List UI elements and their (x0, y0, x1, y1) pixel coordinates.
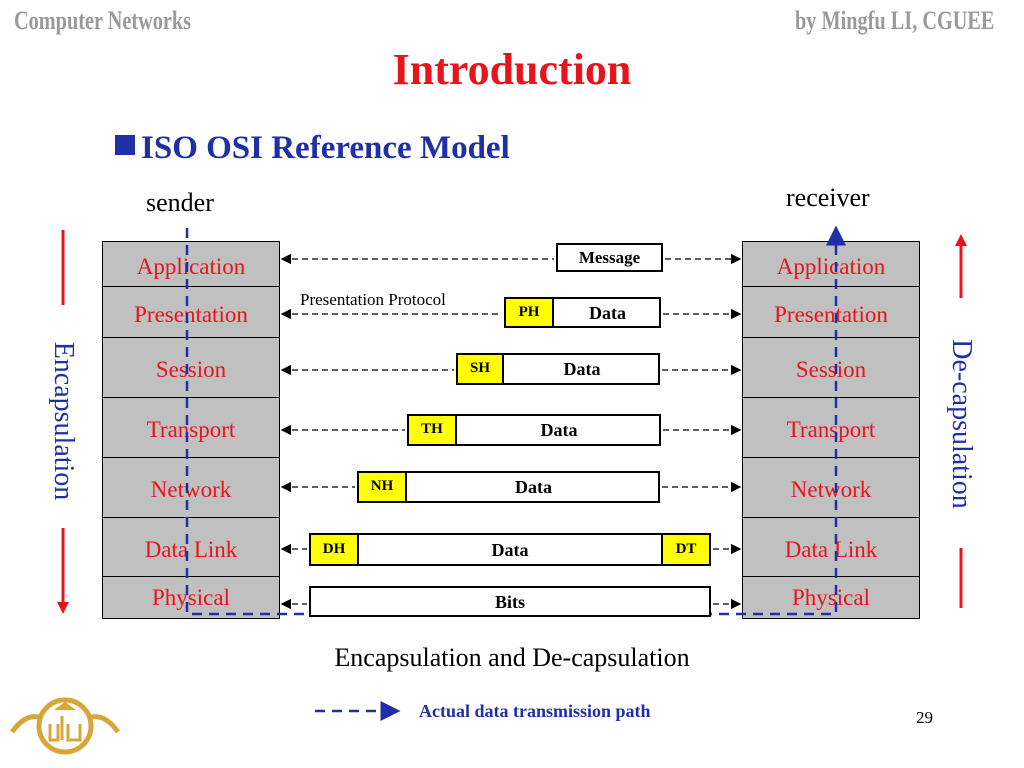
encap-arrowhead (57, 602, 69, 614)
receiver-stack: Application Presentation Session Transpo… (742, 241, 920, 619)
session-header: SH (456, 353, 504, 385)
author-label: by Mingfu LI, CGUEE (795, 6, 995, 35)
subtitle-row: ISO OSI Reference Model (115, 130, 510, 167)
receiver-layer-datalink: Data Link (743, 517, 919, 576)
receiver-layer-physical: Physical (743, 576, 919, 618)
transport-header: TH (407, 414, 457, 446)
message-box: Message (556, 243, 663, 272)
receiver-label: receiver (786, 183, 870, 212)
receiver-layer-session: Session (743, 337, 919, 397)
sender-layer-application: Application (136, 254, 246, 279)
bits-box: Bits (309, 586, 711, 617)
sender-layer-presentation: Presentation (103, 286, 279, 337)
sender-label: sender (146, 188, 214, 217)
receiver-layer-network: Network (743, 457, 919, 517)
subtitle: ISO OSI Reference Model (141, 130, 510, 166)
datalink-pdu: Data (309, 533, 711, 566)
sender-stack: Application Presentation Session Transpo… (102, 241, 280, 619)
course-title: Computer Networks (14, 6, 192, 35)
receiver-layer-transport: Transport (743, 397, 919, 457)
session-data: Data (563, 359, 601, 379)
datalink-trailer: DT (661, 533, 711, 566)
transmission-path (185, 225, 846, 616)
page-number: 29 (916, 708, 933, 727)
bullet-square-icon (115, 135, 135, 155)
network-pdu: Data (357, 471, 660, 503)
protocol-label: Presentation Protocol (300, 290, 446, 309)
datalink-data: Data (491, 540, 529, 560)
network-header: NH (357, 471, 407, 503)
sender-layer-datalink: Data Link (103, 517, 279, 576)
sender-layer-transport: Transport (103, 397, 279, 457)
network-data: Data (515, 477, 552, 497)
encapsulation-label: Encapsulation (48, 341, 79, 501)
sender-layer-physical: Physical (103, 576, 279, 618)
sender-layer-session: Session (103, 337, 279, 397)
datalink-header: DH (309, 533, 359, 566)
decap-arrowhead (955, 234, 967, 246)
university-logo (9, 697, 121, 755)
presentation-header: PH (504, 297, 554, 328)
decapsulation-label: De-capsulation (946, 339, 977, 509)
presentation-data: Data (589, 303, 626, 323)
transport-data: Data (540, 420, 578, 440)
page-title: Introduction (392, 45, 632, 94)
sender-layer-network: Network (103, 457, 279, 517)
diagram-caption: Encapsulation and De-capsulation (334, 643, 690, 672)
receiver-layer-application: Application (776, 254, 886, 279)
legend-label: Actual data transmission path (419, 701, 651, 721)
receiver-layer-presentation: Presentation (743, 286, 919, 337)
